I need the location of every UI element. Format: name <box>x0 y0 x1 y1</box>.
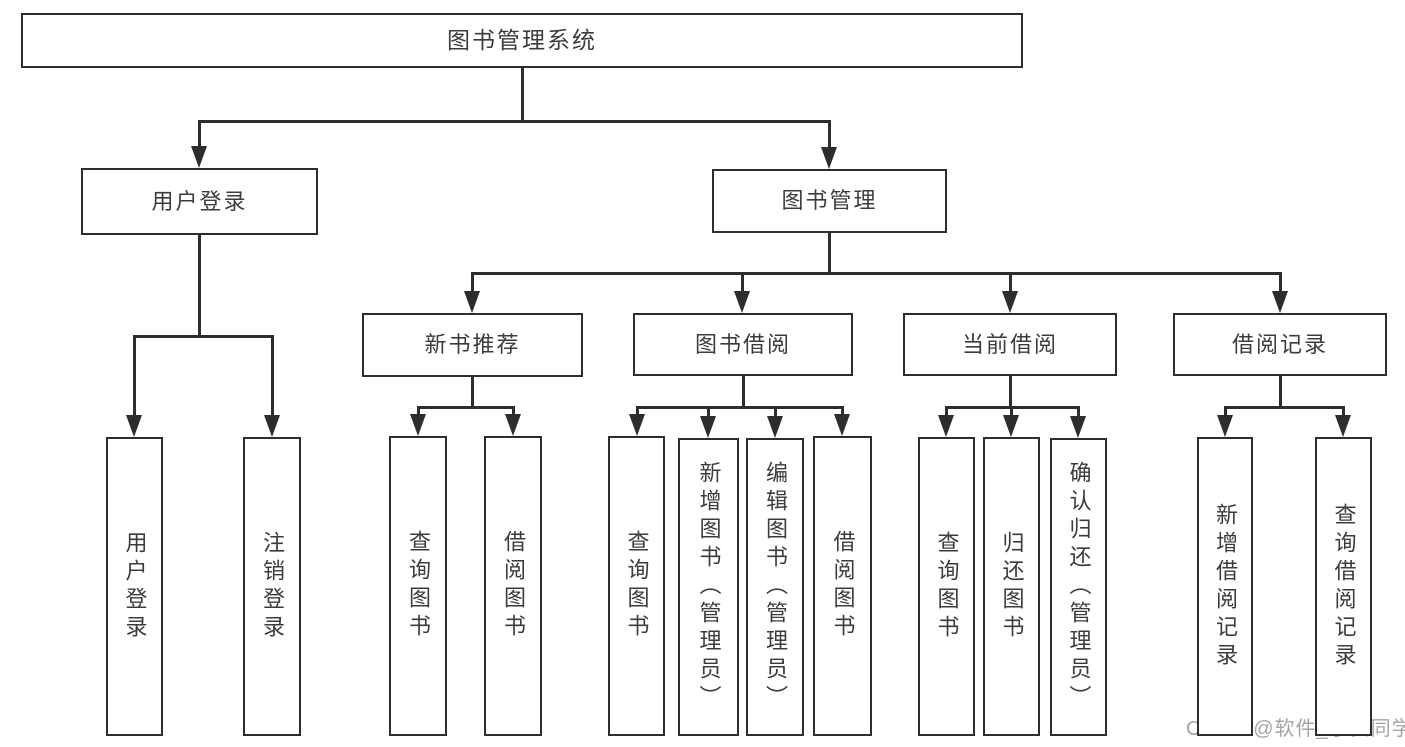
connector-line <box>828 233 831 274</box>
connector-line <box>1009 272 1012 293</box>
connector-line <box>1279 376 1282 407</box>
connector-line <box>828 120 831 149</box>
connector-line <box>707 406 710 418</box>
connector-line <box>271 335 274 417</box>
arrow-down-icon <box>126 415 142 437</box>
node-leaf-nbr-query: 查询图书 <box>389 436 447 736</box>
node-leaf-bb-query: 查询图书 <box>608 436 665 736</box>
connector-line <box>417 406 420 416</box>
connector-line <box>133 335 274 338</box>
node-new-book-rec: 新书推荐 <box>362 313 583 377</box>
connector-line <box>471 272 1282 275</box>
connector-line <box>512 406 515 416</box>
node-leaf-nbr-borrow: 借阅图书 <box>484 436 542 736</box>
arrow-down-icon <box>938 415 954 437</box>
connector-line <box>741 272 744 293</box>
arrow-down-icon <box>1003 415 1019 437</box>
node-current-borrow: 当前借阅 <box>903 313 1117 376</box>
arrow-down-icon <box>264 415 280 437</box>
connector-line <box>841 406 844 416</box>
arrow-down-icon <box>410 414 426 436</box>
connector-line <box>198 120 201 148</box>
node-leaf-bb-edit: 编辑图书（管理员） <box>746 438 804 736</box>
node-leaf-logout: 注销登录 <box>243 437 301 736</box>
connector-line <box>636 406 639 416</box>
node-leaf-user-login: 用户登录 <box>106 437 163 736</box>
arrow-down-icon <box>834 414 850 436</box>
node-leaf-br-query: 查询借阅记录 <box>1315 437 1372 736</box>
connector-line <box>1224 406 1227 417</box>
connector-line <box>521 68 524 121</box>
arrow-down-icon <box>767 416 783 438</box>
node-leaf-cb-confirm: 确认归还（管理员） <box>1050 438 1107 736</box>
node-leaf-bb-add: 新增图书（管理员） <box>678 438 739 736</box>
connector-line <box>1077 406 1080 418</box>
connector-line <box>1224 406 1345 409</box>
connector-line <box>198 120 831 123</box>
node-leaf-cb-return: 归还图书 <box>983 437 1040 736</box>
arrow-down-icon <box>1002 291 1018 313</box>
node-book-borrow: 图书借阅 <box>633 313 853 376</box>
node-leaf-br-add: 新增借阅记录 <box>1197 437 1253 736</box>
connector-line <box>417 406 515 409</box>
arrow-down-icon <box>505 414 521 436</box>
arrow-down-icon <box>821 147 837 169</box>
node-leaf-cb-query: 查询图书 <box>918 437 975 736</box>
arrow-down-icon <box>1272 291 1288 313</box>
connector-line <box>198 235 201 336</box>
node-user-login: 用户登录 <box>81 168 318 235</box>
node-root: 图书管理系统 <box>21 13 1023 68</box>
arrow-down-icon <box>734 291 750 313</box>
arrow-down-icon <box>629 414 645 436</box>
connector-line <box>945 406 948 417</box>
connector-line <box>1009 376 1012 407</box>
connector-line <box>774 406 777 418</box>
connector-line <box>1010 406 1013 417</box>
connector-line <box>636 406 844 409</box>
connector-line <box>471 272 474 293</box>
arrow-down-icon <box>191 146 207 168</box>
arrow-down-icon <box>1217 415 1233 437</box>
arrow-down-icon <box>464 291 480 313</box>
arrow-down-icon <box>1335 415 1351 437</box>
arrow-down-icon <box>700 416 716 438</box>
node-borrow-records: 借阅记录 <box>1173 313 1387 376</box>
connector-line <box>133 335 136 417</box>
node-book-mgmt: 图书管理 <box>712 169 947 233</box>
connector-line <box>1342 406 1345 417</box>
connector-line <box>742 376 745 407</box>
arrow-down-icon <box>1070 416 1086 438</box>
connector-line <box>1279 272 1282 293</box>
node-leaf-bb-borrow: 借阅图书 <box>813 436 872 736</box>
connector-line <box>471 377 474 408</box>
